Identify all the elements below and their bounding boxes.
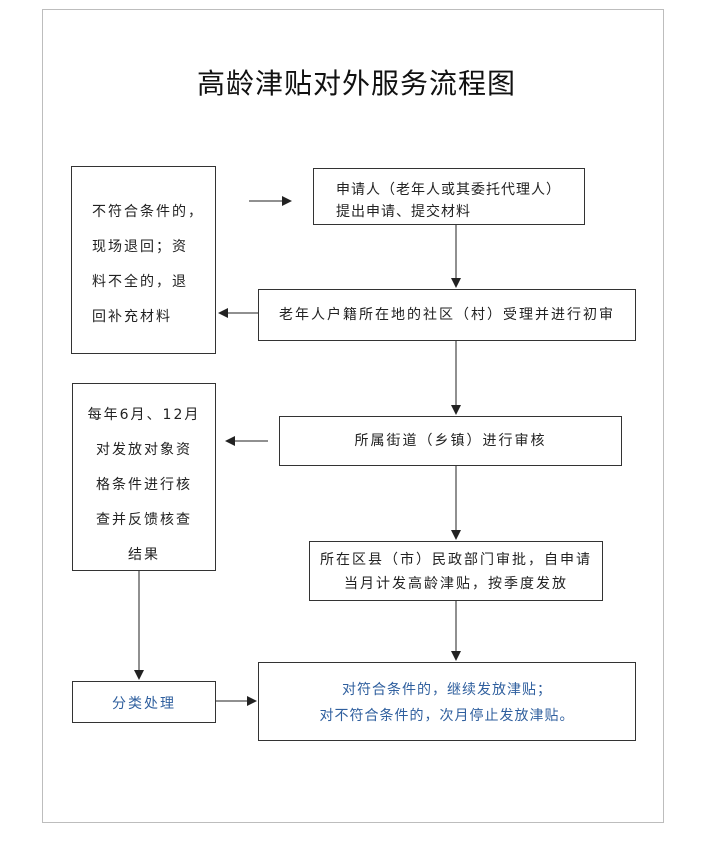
reject-box: 不符合条件的， 现场退回；资 料不全的，退 回补充材料 xyxy=(71,166,216,354)
diagram-title: 高龄津贴对外服务流程图 xyxy=(196,67,516,100)
result-text: 对符合条件的，继续发放津贴； 对不符合条件的，次月停止发放津贴。 xyxy=(319,682,575,724)
street-review-box: 所属街道（乡镇）进行审核 xyxy=(279,416,622,466)
reject-text: 不符合条件的， 现场退回；资 料不全的，退 回补充材料 xyxy=(92,204,204,325)
applicant-text: 申请人（老年人或其委托代理人） 提出申请、提交材料 xyxy=(336,182,561,220)
civil-affairs-approval-box: 所在区县（市）民政部门审批，自申请 当月计发高龄津贴，按季度发放 xyxy=(309,541,603,601)
periodic-check-box: 每年6月、12月 对发放对象资 格条件进行核 查并反馈核查 结果 xyxy=(72,383,216,571)
street-review-text: 所属街道（乡镇）进行审核 xyxy=(354,433,547,449)
result-box: 对符合条件的，继续发放津贴； 对不符合条件的，次月停止发放津贴。 xyxy=(258,662,636,741)
classify-box: 分类处理 xyxy=(72,681,216,723)
periodic-check-text: 每年6月、12月 对发放对象资 格条件进行核 查并反馈核查 结果 xyxy=(87,407,201,563)
community-review-box: 老年人户籍所在地的社区（村）受理并进行初审 xyxy=(258,289,636,341)
applicant-box: 申请人（老年人或其委托代理人） 提出申请、提交材料 xyxy=(313,168,585,225)
civil-affairs-approval-text: 所在区县（市）民政部门审批，自申请 当月计发高龄津贴，按季度发放 xyxy=(320,552,592,592)
classify-text: 分类处理 xyxy=(112,696,176,712)
community-review-text: 老年人户籍所在地的社区（村）受理并进行初审 xyxy=(279,307,615,323)
